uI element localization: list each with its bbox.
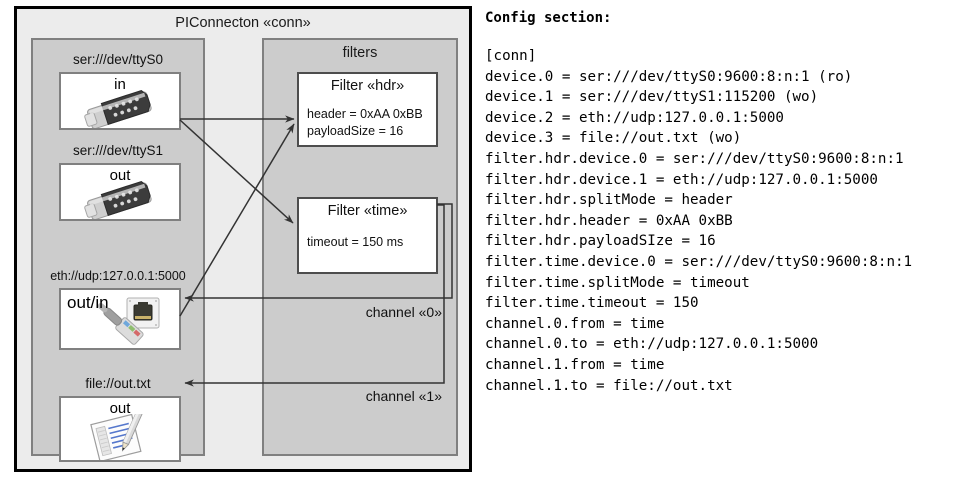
config-line: channel.0.to = eth://udp:127.0.0.1:5000 (485, 336, 819, 353)
filter-attr-hdr-payloadsize: payloadSize = 16 (307, 124, 404, 138)
config-line: filter.time.device.0 = ser:///dev/ttyS0:… (485, 253, 913, 270)
serial-port-icon (78, 179, 162, 219)
config-heading: Config section: (485, 10, 612, 26)
filter-attr-hdr-header: header = 0xAA 0xBB (307, 107, 423, 121)
config-panel: Config section: [conn] device.0 = ser:///… (483, 6, 961, 476)
filter-title-time: Filter «time» (327, 203, 408, 219)
config-line: filter.hdr.splitMode = header (485, 192, 733, 209)
config-line: filter.time.timeout = 150 (485, 295, 699, 312)
device-direction-ttyS0: in (114, 76, 126, 93)
config-line: filter.hdr.header = 0xAA 0xBB (485, 212, 733, 229)
config-line: [conn] (485, 48, 537, 64)
config-line: device.1 = ser:///dev/ttyS1:115200 (wo) (485, 89, 819, 106)
config-line: device.3 = file://out.txt (wo) (485, 130, 742, 147)
diagram-title: PIConnecton «conn» (175, 15, 311, 31)
config-line: channel.0.from = time (485, 315, 665, 332)
config-lines-container: [conn] device.0 = ser:///dev/ttyS0:9600:8… (485, 46, 961, 396)
channel-label-0: channel «0» (365, 304, 442, 320)
device-label-eth: eth://udp:127.0.0.1:5000 (50, 269, 186, 283)
device-label-ttyS1: ser:///dev/ttyS1 (72, 143, 164, 158)
channel-label-1: channel «1» (365, 388, 442, 404)
text-file-icon (83, 410, 157, 460)
filters-group: filters Filter «hdr» header = 0xAA 0xBB … (262, 38, 458, 456)
device-label-file: file://out.txt (85, 376, 151, 391)
devices-group: ser:///dev/ttyS0 in (31, 38, 205, 462)
filter-attr-time-timeout: timeout = 150 ms (307, 235, 404, 249)
device-direction-ttyS1: out (109, 167, 131, 184)
config-line: channel.1.to = file://out.txt (485, 377, 733, 394)
device-card-eth[interactable]: out/in (59, 288, 181, 350)
device-card-ttyS1[interactable]: out (59, 163, 181, 221)
filter-card-hdr[interactable]: Filter «hdr» header = 0xAA 0xBB payloadS… (297, 72, 438, 147)
config-line: device.2 = eth://udp:127.0.0.1:5000 (485, 109, 784, 126)
config-line: filter.time.splitMode = timeout (485, 274, 750, 291)
config-line: device.0 = ser:///dev/ttyS0:9600:8:n:1 (… (485, 68, 853, 85)
config-line: filter.hdr.device.1 = eth://udp:127.0.0.… (485, 171, 878, 188)
serial-port-icon (78, 88, 162, 128)
ethernet-jack-icon (87, 296, 179, 348)
config-line: filter.hdr.payloadSIze = 16 (485, 233, 716, 250)
device-direction-file: out (109, 400, 131, 417)
device-card-file[interactable]: out (59, 396, 181, 462)
device-direction-eth: out/in (67, 293, 109, 312)
device-label-ttyS0: ser:///dev/ttyS0 (72, 52, 164, 67)
device-card-ttyS0[interactable]: in (59, 72, 181, 130)
diagram-panel: PIConnecton «conn» ser:///dev/ttyS0 in (14, 6, 472, 472)
filters-group-title: filters (342, 45, 378, 61)
config-line: filter.hdr.device.0 = ser:///dev/ttyS0:9… (485, 150, 904, 167)
filter-title-hdr: Filter «hdr» (330, 78, 405, 94)
filter-card-time[interactable]: Filter «time» timeout = 150 ms (297, 197, 438, 274)
config-line: channel.1.from = time (485, 356, 665, 373)
